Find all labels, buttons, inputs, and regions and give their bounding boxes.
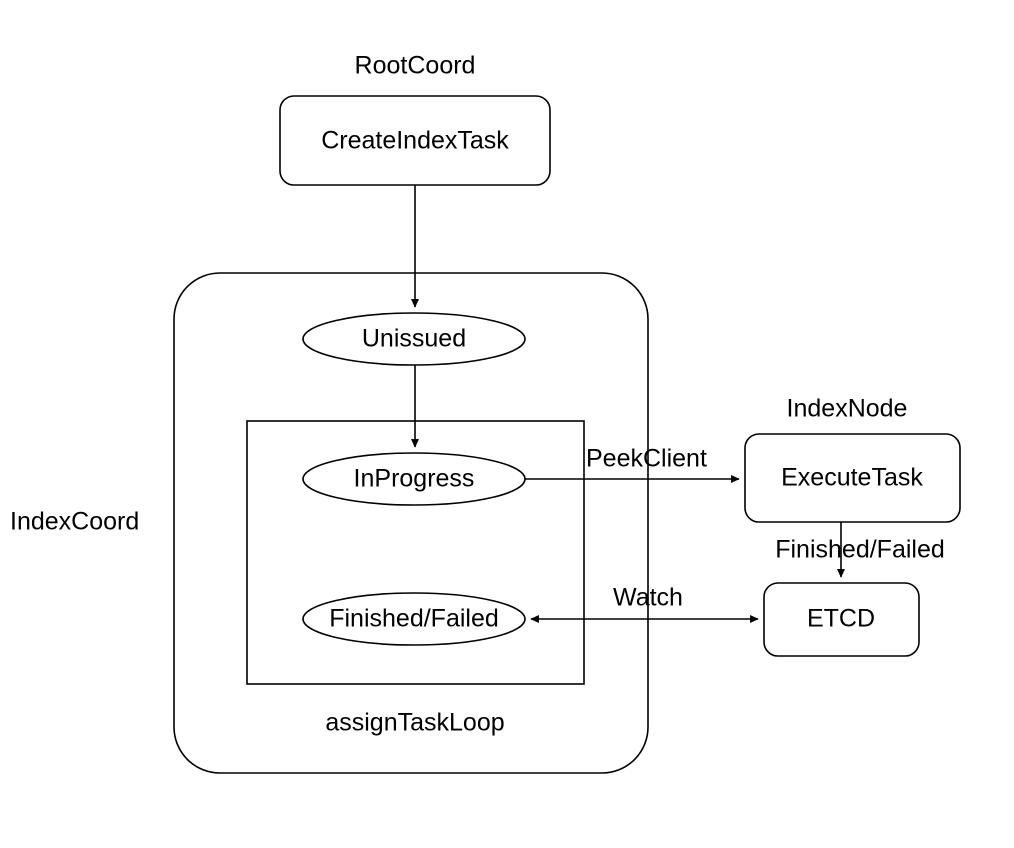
node-finished-failed[interactable]: Finished/Failed <box>302 592 526 646</box>
node-shape-etcd[interactable] <box>763 582 920 657</box>
group-label-indexcoord: IndexCoord <box>10 508 139 536</box>
node-shape-inprogress[interactable] <box>302 452 526 506</box>
node-inprogress[interactable]: InProgress <box>302 452 526 506</box>
node-execute-task[interactable]: ExecuteTask <box>744 433 961 523</box>
edge-etcd-to-finished-failed: Watch <box>531 584 758 619</box>
edge-label-finished-failed: Finished/Failed <box>775 536 945 564</box>
node-label-create-index-task: CreateIndexTask <box>321 127 509 155</box>
node-unissued[interactable]: Unissued <box>302 312 526 366</box>
edge-label-watch: Watch <box>613 584 683 612</box>
group-label-assign-task-loop: assignTaskLoop <box>325 709 504 737</box>
node-label-inprogress: InProgress <box>354 465 475 493</box>
node-shape-unissued[interactable] <box>302 312 526 366</box>
node-label-unissued: Unissued <box>362 325 466 353</box>
node-create-index-task[interactable]: CreateIndexTask <box>279 95 551 186</box>
node-shape-create-index-task[interactable] <box>279 95 551 186</box>
node-label-finished-failed: Finished/Failed <box>329 605 499 633</box>
node-shape-finished-failed[interactable] <box>302 592 526 646</box>
edge-inprogress-to-executetask: PeekClient <box>525 445 739 479</box>
group-label-rootcoord: RootCoord <box>355 52 476 80</box>
node-etcd[interactable]: ETCD <box>763 582 920 657</box>
node-shape-execute-task[interactable] <box>744 433 961 523</box>
edge-label-peek-client: PeekClient <box>586 445 707 473</box>
node-label-execute-task: ExecuteTask <box>781 464 923 492</box>
edge-executetask-to-etcd: Finished/Failed <box>775 522 945 577</box>
group-label-indexnode: IndexNode <box>787 395 908 423</box>
node-label-etcd: ETCD <box>807 605 875 633</box>
